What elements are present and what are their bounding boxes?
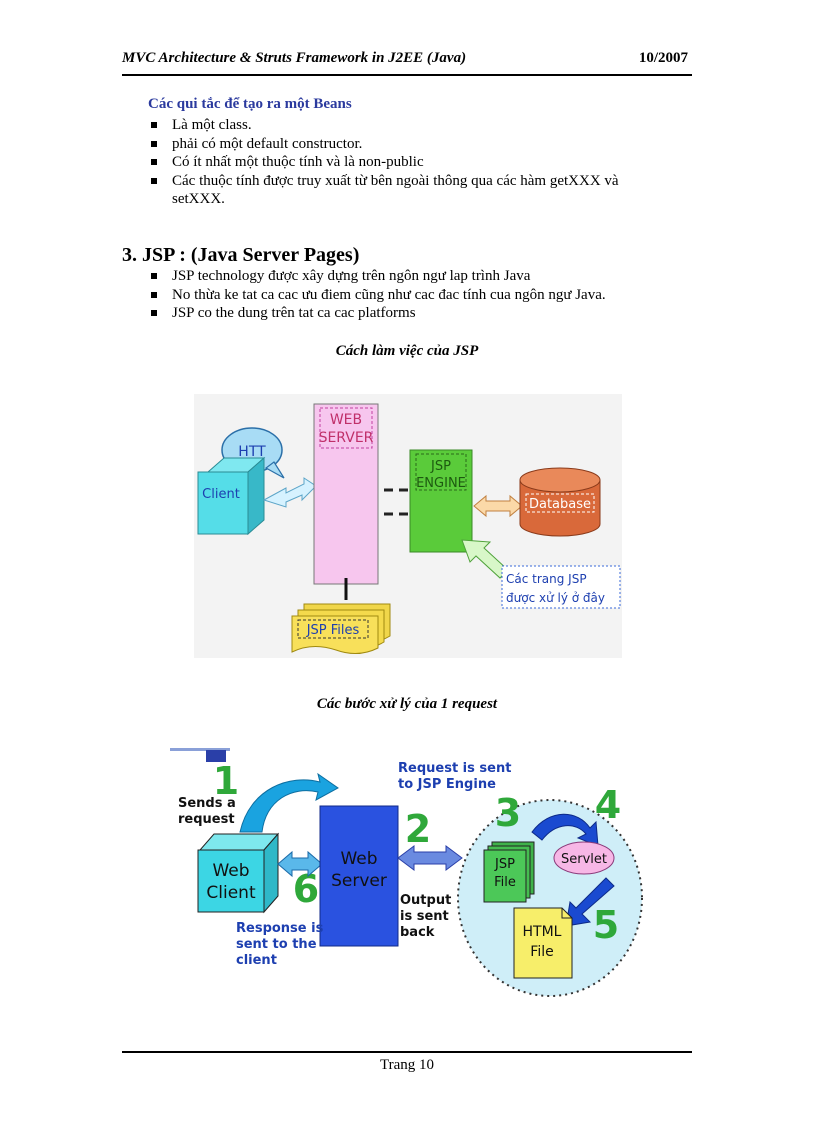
list-item: No thừa ke tat ca cac ưu điem cũng như c… xyxy=(148,286,688,305)
server-engine-arrow xyxy=(397,845,463,871)
database-label: Database xyxy=(529,497,591,512)
beans-rules-list: Là một class. phải có một default constr… xyxy=(148,116,668,209)
request-sent-line1: Request is sent xyxy=(398,761,511,776)
list-item: Có ít nhất một thuộc tính và là non-publ… xyxy=(148,153,668,172)
web-client-label-line1: Web xyxy=(212,861,249,881)
step-1-number: 1 xyxy=(213,759,239,803)
request-processing-diagram: 1 2 3 4 5 6 Sends a request Request is s… xyxy=(170,748,648,1002)
note-line1: Các trang JSP xyxy=(506,572,587,586)
list-item: JSP technology được xây dựng trên ngôn n… xyxy=(148,267,688,286)
header-divider xyxy=(122,74,692,76)
jsp-file-label-line1: JSP xyxy=(494,857,515,872)
client-label: Client xyxy=(202,487,240,502)
response-line2: sent to the xyxy=(236,937,317,952)
jsp-file-label-line2: File xyxy=(494,875,516,890)
step-4-number: 4 xyxy=(595,783,621,827)
jsp-engine-node: JSP ENGINE xyxy=(409,449,473,553)
output-line3: back xyxy=(400,925,435,940)
http-label: HTT xyxy=(238,444,266,460)
document-title: MVC Architecture & Struts Framework in J… xyxy=(122,50,467,66)
step-6-number: 6 xyxy=(293,867,319,911)
server-engine-connectors xyxy=(384,488,412,516)
request-sent-line2: to JSP Engine xyxy=(398,777,496,792)
database-node: Database xyxy=(519,467,601,537)
web-server-label-line2: SERVER xyxy=(319,430,374,446)
html-file-node: HTML File xyxy=(513,907,573,979)
jsp-engine-label-line2: ENGINE xyxy=(416,476,466,491)
web-client-node: Web Client xyxy=(197,832,280,914)
footer-divider xyxy=(122,1051,692,1053)
web-server-node: WEB SERVER xyxy=(313,403,379,585)
output-line1: Output xyxy=(400,893,451,908)
jsp-files-node: JSP Files xyxy=(291,603,391,654)
servlet-label: Servlet xyxy=(561,852,607,867)
jsp-features-list: JSP technology được xây dựng trên ngôn n… xyxy=(148,267,688,323)
list-item: Các thuộc tính được truy xuất từ bên ngo… xyxy=(148,172,668,209)
servlet-node: Servlet xyxy=(553,841,615,875)
response-line3: client xyxy=(236,953,277,968)
list-item: JSP co the dung trên tat ca cac platform… xyxy=(148,304,688,323)
jsp-files-label: JSP Files xyxy=(306,623,360,638)
list-item: Là một class. xyxy=(148,116,668,135)
step-5-number: 5 xyxy=(593,903,619,947)
sends-request-line2: request xyxy=(178,812,235,827)
page-number: Trang 10 xyxy=(379,1057,435,1073)
section-heading-jsp: 3. JSP : (Java Server Pages) xyxy=(122,244,360,266)
processing-note: Các trang JSP được xử lý ở đây xyxy=(501,565,621,609)
web-server-label-line1: WEB xyxy=(330,412,362,428)
jsp-file-node: JSP File xyxy=(483,841,535,903)
jsp-architecture-diagram: HTT Client WEB SERVER JSP ENGINE Databas… xyxy=(194,394,622,658)
step-2-number: 2 xyxy=(405,807,431,851)
web-server-label-line2: Server xyxy=(331,871,387,891)
page-header: MVC Architecture & Struts Framework in J… xyxy=(122,50,692,72)
sends-request-line1: Sends a xyxy=(178,796,236,811)
client-node: Client xyxy=(197,456,266,536)
request-arrow xyxy=(239,772,339,833)
note-line2: được xử lý ở đây xyxy=(506,591,605,605)
beans-rules-heading: Các qui tắc để tạo ra một Beans xyxy=(148,96,352,112)
figure2-caption: Các bước xử lý của 1 request xyxy=(316,696,498,712)
web-client-label-line2: Client xyxy=(206,883,256,903)
step-3-number: 3 xyxy=(495,791,521,835)
html-file-label-line1: HTML xyxy=(523,924,562,940)
html-file-label-line2: File xyxy=(530,944,553,960)
web-server-label-line1: Web xyxy=(340,849,377,869)
output-line2: is sent xyxy=(400,909,449,924)
generate-arrow xyxy=(565,877,615,927)
web-server-node: Web Server xyxy=(319,805,399,947)
response-line1: Response is xyxy=(236,921,324,936)
figure1-caption: Cách làm việc của JSP xyxy=(335,343,479,359)
list-item: phải có một default constructor. xyxy=(148,135,668,154)
jsp-engine-label-line1: JSP xyxy=(430,459,451,474)
document-date: 10/2007 xyxy=(638,50,688,66)
